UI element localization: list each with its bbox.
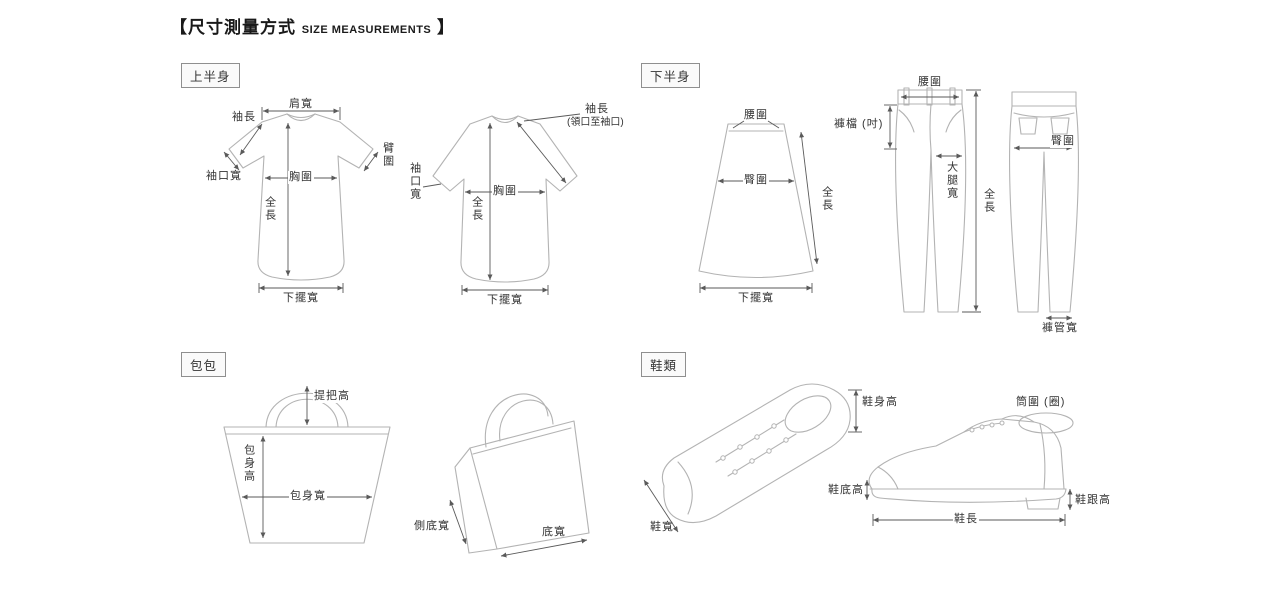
skirt-waist-label: 腰圍 [744,109,768,121]
page-title-close: 】 [436,18,455,37]
pants-crotch-label: 褲檔 (吋) [834,118,884,130]
section-shoes: 鞋類 [641,352,687,377]
tshirt2-drawing [422,113,581,295]
shaft-girth-ring [1018,412,1074,434]
skirt-length-arrow [799,131,819,265]
pants-length-label: 全長 [981,188,996,214]
bag-side-bottom-label: 側底寬 [414,520,450,532]
tshirt1-drawing [223,107,379,293]
skirt-drawing [698,120,819,293]
shaft-girth-label: 筒圍 (圈) [1016,396,1066,408]
shirt2-cuff-label: 袖口寬 [408,162,421,201]
shirt1-hem-label: 下擺寬 [283,292,319,304]
shoe-sole-height-label: 鞋底高 [828,484,864,496]
shoe-width-label: 鞋寬 [650,521,674,533]
pants-leg-opening-label: 褲管寬 [1042,322,1078,334]
pants-thigh-label: 大腿寬 [944,161,959,200]
tote-side-drawing [449,393,590,558]
shoe-heel-height-label: 鞋跟高 [1075,494,1111,506]
shirt1-arm-arrow [363,151,379,172]
shirt2-length-label: 全長 [470,196,483,222]
skirt-hip-label: 臀圍 [743,174,769,187]
page-title-main: 【尺寸測量方式 [170,18,296,37]
section-lower-body: 下半身 [641,63,700,88]
shirt1-cuff-arrow [223,151,240,171]
shoe-side-drawing [864,412,1074,526]
shirt1-cuff-label: 袖口寬 [206,170,242,182]
shirt2-hem-label: 下擺寬 [487,294,523,306]
shirt1-shoulder-label: 肩寬 [289,98,313,110]
pants-hip-label: 臀圍 [1050,135,1076,148]
shirt2-sleeve-note-label: (領口至袖口) [567,117,624,128]
bag-body-height-label: 包身高 [242,444,255,483]
shirt1-sleeve-label: 袖長 [232,111,256,123]
shirt1-sleeve-arrow [239,123,263,156]
page-title-sub: SIZE MEASUREMENTS [301,24,432,36]
shoe-top-drawing [643,383,862,533]
bag-handle-height-label: 提把高 [313,390,351,403]
bag-side-bottom-arrow [449,499,467,545]
pants-waist-label: 腰圍 [918,76,942,88]
skirt-length-label: 全長 [820,186,833,212]
shirt1-chest-label: 胸圍 [288,171,314,184]
shirt1-arm-label: 臂圍 [381,142,394,168]
shirt2-chest-label: 胸圍 [492,185,518,198]
shoe-length-label: 鞋長 [953,513,979,526]
shirt2-sleeve-label: 袖長 [585,103,609,115]
bag-bottom-width-arrow [500,538,588,558]
section-bags: 包包 [181,352,227,377]
pants-back-drawing [1009,91,1079,321]
bag-bottom-width-label: 底寬 [542,526,566,538]
page-title: 【尺寸測量方式 SIZE MEASUREMENTS 】 [170,13,455,38]
section-upper-body: 上半身 [181,63,240,88]
shirt1-length-label: 全長 [263,196,276,222]
skirt-hem-label: 下擺寬 [738,292,774,304]
tote-front-drawing [223,386,391,544]
shirt2-sleeve-arrow [516,121,567,184]
shoe-body-height-label: 鞋身高 [862,396,898,408]
pants-front-drawing [884,87,981,313]
shoe-width-arrow [643,479,679,533]
bag-body-width-label: 包身寬 [289,490,327,503]
